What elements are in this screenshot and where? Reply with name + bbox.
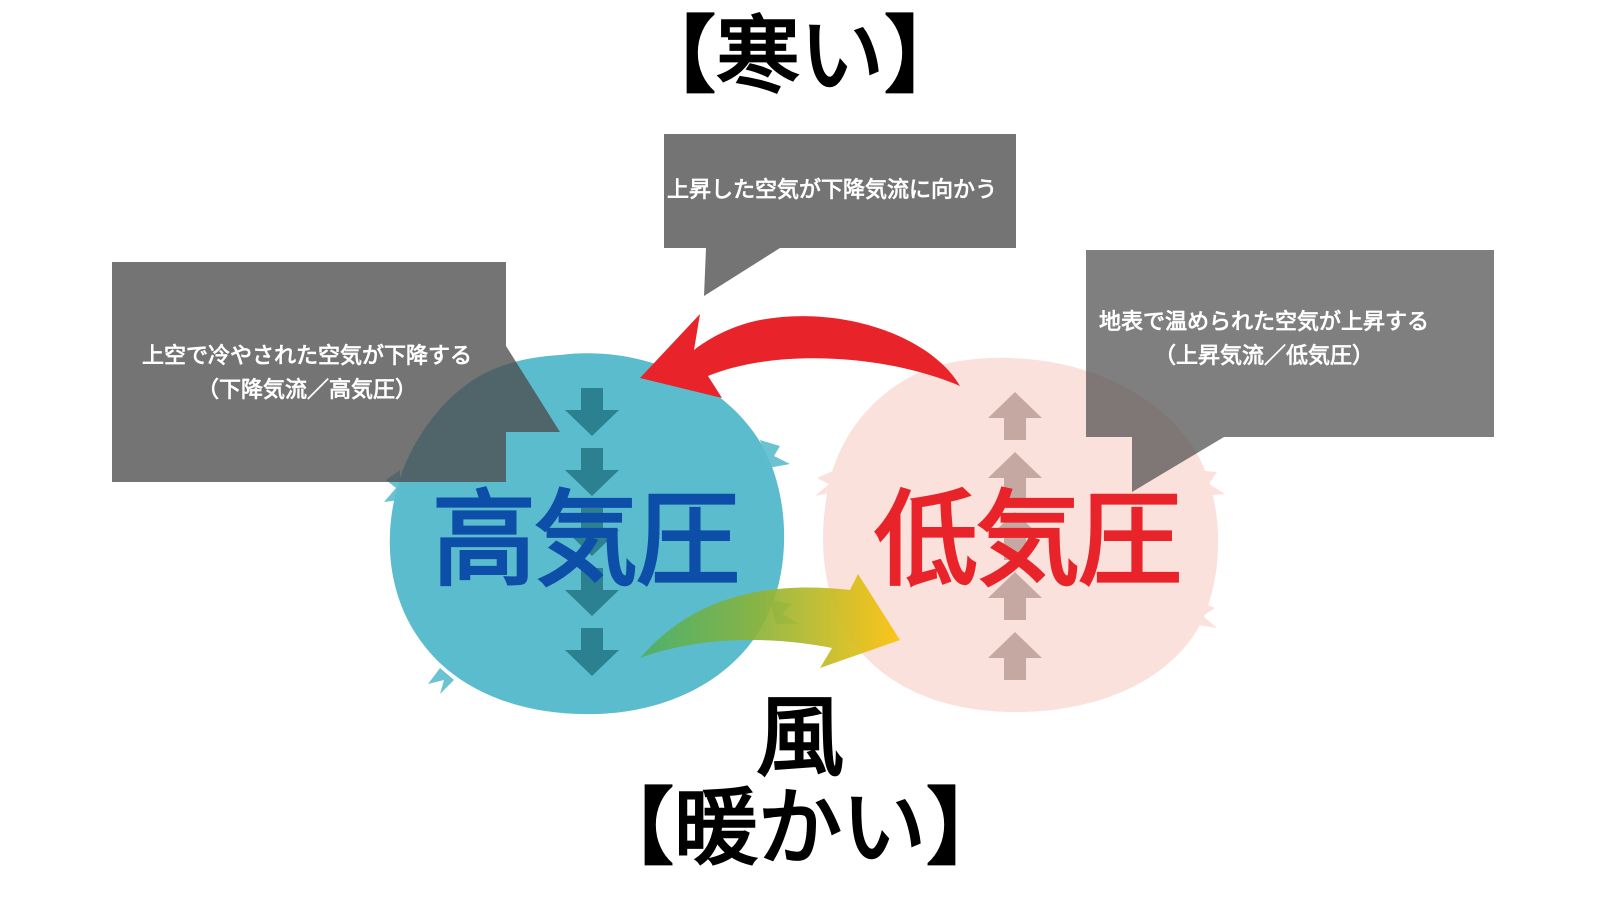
high-pressure-label: 高気圧 [432,479,740,601]
callout-top-text: 上昇した空気が下降気流に向かう [652,174,1012,208]
callout-left-line1: 上空で冷やされた空気が下降する [141,344,472,369]
callout-left-box [112,262,560,482]
callout-top-line1: 上昇した空気が下降気流に向かう [666,178,997,203]
arrow-up-icon [988,632,1042,680]
arrow-down-icon [565,628,619,676]
arrow-up-icon [988,512,1042,560]
arrow-down-icon [565,568,619,616]
low-pressure-label: 低気圧 [874,479,1182,601]
arrow-up-icon [988,572,1042,620]
arrow-down-icon [565,388,619,436]
down-arrow-stack [565,388,619,676]
callout-top-box [664,134,1016,296]
cold-title: 【寒い】 [631,7,968,105]
arrow-down-icon [565,508,619,556]
curved-arrow-left-icon [640,314,960,398]
callout-right-text: 地表で温められた空気が上昇する （上昇気流／低気圧） [1062,306,1466,374]
arrow-up-icon [988,452,1042,500]
up-arrow-stack [988,392,1042,680]
callout-right-line2: （上昇気流／低気圧） [1153,344,1374,369]
arrow-up-icon [988,392,1042,440]
warm-title: 【暖かい】 [589,779,1010,877]
curved-arrow-right-icon [640,574,900,668]
wind-label: 風 [755,686,844,789]
callout-right-box [1086,250,1494,492]
callout-left-line2: （下降気流／高気圧） [196,378,417,403]
callout-right-line1: 地表で温められた空気が上昇する [1098,310,1429,335]
arrow-down-icon [565,448,619,496]
callout-left-text: 上空で冷やされた空気が下降する （下降気流／高気圧） [112,340,502,408]
